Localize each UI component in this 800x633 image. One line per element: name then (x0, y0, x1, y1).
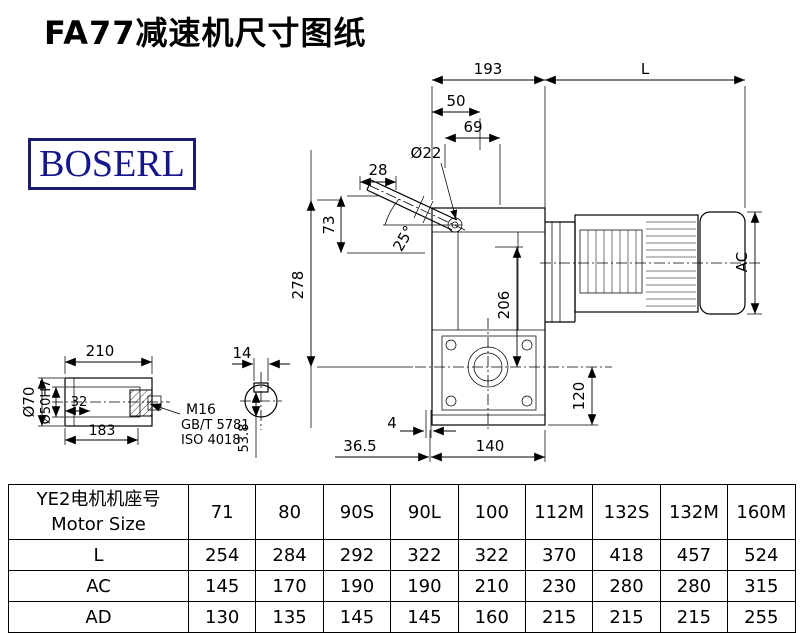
input-shaft-outline (366, 179, 463, 233)
dim-L: L (641, 60, 650, 78)
motor-size-header-cell: YE2电机机座号 Motor Size (8, 484, 189, 540)
table-row-AD: AD 130 135 145 145 160 215 215 215 255 (8, 601, 796, 633)
table-cell: 292 (322, 539, 392, 571)
table-cell: 210 (457, 570, 526, 602)
table-cell: 230 (524, 570, 594, 602)
table-cell: 145 (390, 601, 459, 633)
table-cell: 280 (592, 570, 661, 602)
header-label-cn: YE2电机机座号 (36, 488, 161, 510)
dim-dia22: Ø22 (411, 144, 442, 162)
size-col-160m: 160M (727, 484, 796, 540)
table-cell: 135 (255, 601, 324, 633)
dim-dia50h7: Ø50H7 (39, 380, 54, 425)
center-lines (52, 181, 762, 432)
dim-25deg: 25° (389, 222, 418, 254)
size-col-132m: 132M (659, 484, 729, 540)
size-col-80: 80 (255, 484, 324, 540)
table-cell: 215 (592, 601, 661, 633)
boserl-logo-text: BOSERL (39, 143, 185, 185)
table-header-row: YE2电机机座号 Motor Size 71 80 90S 90L 100 11… (8, 484, 796, 540)
dim-278: 278 (289, 271, 307, 300)
table-cell: 160 (457, 601, 526, 633)
motor-size-table: YE2电机机座号 Motor Size 71 80 90S 90L 100 11… (8, 484, 796, 633)
boserl-logo: BOSERL (28, 138, 196, 190)
size-col-100: 100 (457, 484, 526, 540)
dimension-lines (37, 75, 762, 462)
label-iso4018: ISO 4018 (181, 433, 241, 448)
table-cell: 145 (187, 570, 257, 602)
size-col-71: 71 (187, 484, 257, 540)
table-row-L: L 254 284 292 322 322 370 418 457 524 (8, 539, 796, 571)
table-cell: 190 (322, 570, 392, 602)
table-cell: 254 (187, 539, 257, 571)
motor-outline (545, 211, 746, 323)
table-cell: 322 (457, 539, 526, 571)
table-cell: 524 (727, 539, 796, 571)
dim-28: 28 (368, 161, 387, 179)
dim-36-5: 36.5 (343, 437, 376, 455)
table-cell: 170 (255, 570, 324, 602)
label-gbt5781: GB/T 5781 (181, 418, 250, 433)
dim-73: 73 (320, 215, 338, 234)
shaft-section-detail (244, 382, 278, 418)
dimension-labels: 193 L 50 69 Ø22 28 25° 73 278 206 AC 120… (20, 60, 751, 455)
table-cell: 370 (524, 539, 594, 571)
dim-183: 183 (89, 423, 116, 439)
dim-53-8: 53.8 (237, 424, 252, 453)
header-label-en: Motor Size (51, 514, 146, 535)
table-cell: 215 (524, 601, 594, 633)
table-cell: 284 (255, 539, 324, 571)
table-cell: 255 (727, 601, 796, 633)
dim-193: 193 (474, 60, 503, 78)
dim-120: 120 (570, 382, 588, 411)
size-col-90l: 90L (390, 484, 459, 540)
dim-206: 206 (495, 291, 513, 320)
table-cell: 315 (727, 570, 796, 602)
table-cell: 145 (322, 601, 392, 633)
dim-4: 4 (387, 414, 397, 432)
dim-69: 69 (463, 118, 482, 136)
table-row-AC: AC 145 170 190 190 210 230 280 280 315 (8, 570, 796, 602)
table-cell: 418 (592, 539, 661, 571)
table-cell: 322 (390, 539, 459, 571)
table-cell: 215 (659, 601, 729, 633)
dimension-drawing: 193 L 50 69 Ø22 28 25° 73 278 206 AC 120… (20, 60, 762, 462)
gear-housing-outline (425, 207, 546, 438)
table-cell: 457 (659, 539, 729, 571)
dim-dia70: Ø70 (20, 387, 38, 418)
table-cell: 280 (659, 570, 729, 602)
size-col-132s: 132S (592, 484, 661, 540)
row-label-AD: AD (8, 601, 189, 633)
label-m16: M16 (186, 402, 216, 418)
row-label-L: L (8, 539, 189, 571)
row-label-AC: AC (8, 570, 189, 602)
page-title: FA77减速机尺寸图纸 (44, 14, 367, 52)
size-col-90s: 90S (322, 484, 392, 540)
dim-50: 50 (446, 92, 465, 110)
dim-AC: AC (733, 252, 751, 272)
dim-14: 14 (232, 344, 251, 362)
dim-32: 32 (71, 395, 88, 410)
dim-140: 140 (476, 437, 505, 455)
size-col-112m: 112M (524, 484, 594, 540)
dim-210: 210 (86, 342, 115, 360)
output-shaft-detail (64, 377, 162, 427)
table-cell: 130 (187, 601, 257, 633)
table-cell: 190 (390, 570, 459, 602)
